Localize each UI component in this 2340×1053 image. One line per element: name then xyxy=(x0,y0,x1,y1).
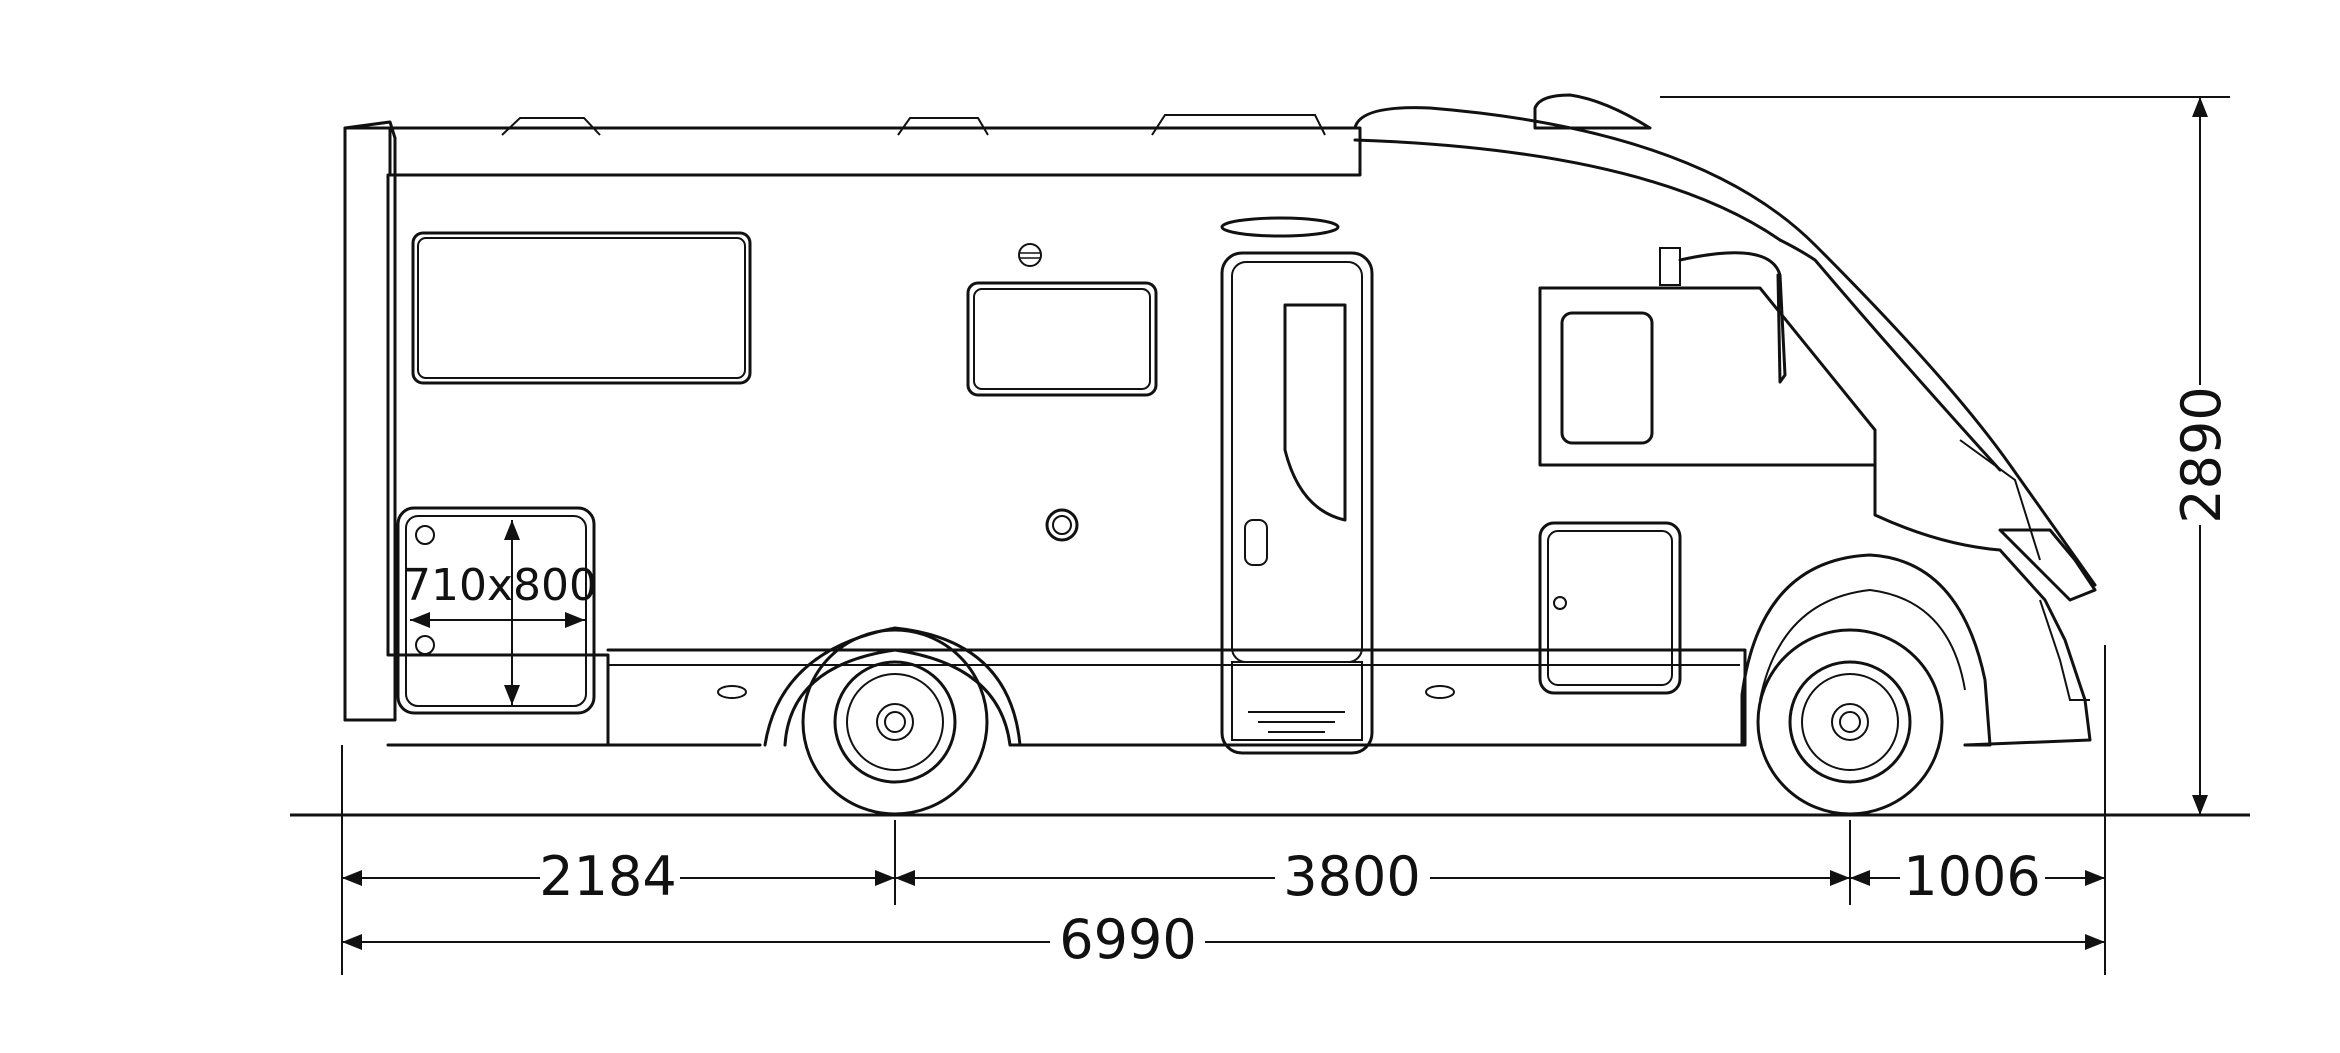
front-overhang-label: 1006 xyxy=(1903,845,2040,908)
wheelbase-label: 3800 xyxy=(1283,845,1420,908)
overall-height-label: 2890 xyxy=(2170,386,2233,523)
overall-length-label: 6990 xyxy=(1059,908,1196,971)
height-dimension: 2890 xyxy=(2170,97,2233,815)
dimension-extension-lines xyxy=(341,96,2250,975)
front-wheel xyxy=(1756,628,1944,816)
garage-opening-label: 710x800 xyxy=(403,560,597,611)
rear-overhang-label: 2184 xyxy=(539,845,676,908)
length-dimensions: 2184 3800 1006 6990 xyxy=(342,845,2105,971)
vehicle-outline xyxy=(343,93,2097,755)
rear-wheel xyxy=(801,628,989,816)
